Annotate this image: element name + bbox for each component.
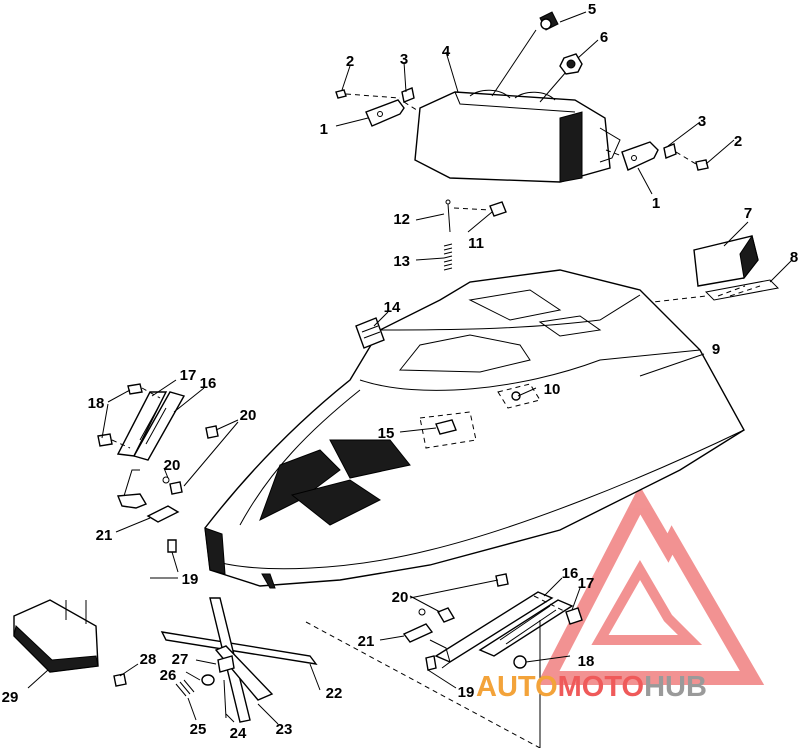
bulb-socket bbox=[539, 53, 583, 103]
left-mount-bracket bbox=[335, 87, 421, 127]
callout-9: 9 bbox=[712, 341, 720, 358]
latch-plate bbox=[355, 317, 385, 349]
callout-22: 22 bbox=[326, 685, 343, 702]
watermark-part-moto: MOTO bbox=[558, 671, 644, 703]
callout-25: 25 bbox=[190, 721, 207, 738]
callout-12: 12 bbox=[393, 211, 410, 228]
callout-15: 15 bbox=[378, 425, 395, 442]
hood-body bbox=[204, 269, 745, 589]
callout-20-left-b: 20 bbox=[164, 457, 181, 474]
callout-27: 27 bbox=[172, 651, 189, 668]
headlight-bulb bbox=[491, 11, 559, 97]
callout-2-right: 2 bbox=[734, 133, 742, 150]
callout-16-right: 16 bbox=[562, 565, 579, 582]
callout-24: 24 bbox=[230, 725, 247, 742]
fastener-10 bbox=[497, 383, 541, 409]
fastener-15 bbox=[419, 411, 477, 449]
adjuster-parts bbox=[443, 199, 507, 271]
callout-14: 14 bbox=[384, 299, 401, 316]
left-hinge-group bbox=[97, 383, 219, 553]
callout-3-right: 3 bbox=[698, 113, 706, 130]
callout-16-left: 16 bbox=[200, 375, 217, 392]
callout-18-left: 18 bbox=[88, 395, 105, 412]
watermark-part-hub: HUB bbox=[644, 671, 707, 703]
callout-11: 11 bbox=[468, 235, 484, 252]
callout-23: 23 bbox=[276, 721, 293, 738]
callout-2-left: 2 bbox=[346, 53, 354, 70]
callout-1-right: 1 bbox=[652, 195, 660, 212]
leader-lines bbox=[27, 11, 793, 725]
callout-29: 29 bbox=[2, 689, 19, 706]
callout-8: 8 bbox=[790, 249, 798, 266]
callout-20-left-a: 20 bbox=[240, 407, 257, 424]
watermark-part-auto: AUTO bbox=[476, 671, 558, 703]
callout-19-right: 19 bbox=[458, 684, 475, 701]
callout-6: 6 bbox=[600, 29, 608, 46]
callout-7: 7 bbox=[744, 205, 752, 222]
support-frame bbox=[160, 597, 318, 723]
callout-26: 26 bbox=[160, 667, 177, 684]
callout-5: 5 bbox=[588, 1, 596, 18]
callout-1-left: 1 bbox=[320, 121, 328, 138]
callout-10: 10 bbox=[544, 381, 561, 398]
front-bumper bbox=[13, 599, 127, 687]
callout-17-right: 17 bbox=[578, 575, 595, 592]
callout-19-left: 19 bbox=[182, 571, 199, 588]
watermark-text: AUTOMOTOHUB bbox=[476, 671, 707, 703]
headlight-housing bbox=[414, 89, 621, 183]
right-hinge-group bbox=[150, 573, 583, 671]
callout-28: 28 bbox=[140, 651, 157, 668]
right-mount-bracket bbox=[605, 141, 709, 171]
callout-20-right: 20 bbox=[392, 589, 409, 606]
callout-21-right: 21 bbox=[358, 633, 375, 650]
callout-3-left: 3 bbox=[400, 51, 408, 68]
callout-17-left: 17 bbox=[180, 367, 197, 384]
callout-13: 13 bbox=[393, 253, 410, 270]
callout-4: 4 bbox=[442, 43, 451, 60]
watermark-logo-icon bbox=[536, 485, 765, 685]
vent-cover bbox=[529, 234, 780, 317]
callout-21-left: 21 bbox=[96, 527, 113, 544]
callout-18-right: 18 bbox=[578, 653, 595, 670]
